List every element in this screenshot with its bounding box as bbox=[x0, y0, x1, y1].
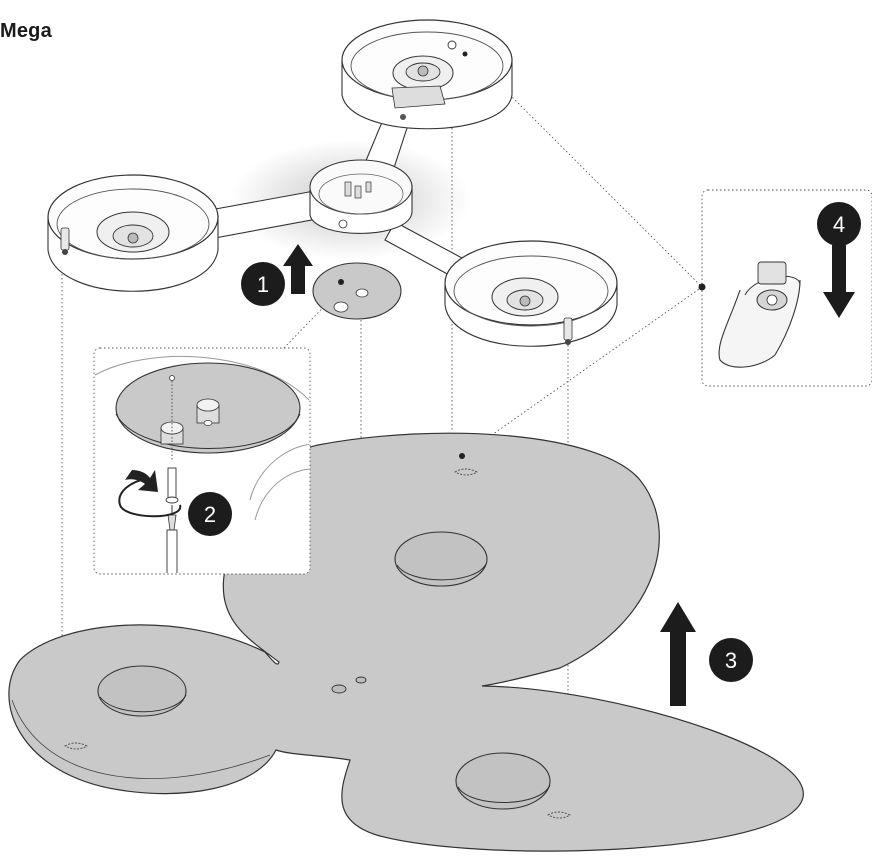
step-badge-2: 2 bbox=[188, 492, 232, 536]
step-badge-3: 3 bbox=[709, 638, 753, 682]
arrow-up-icon-step1 bbox=[283, 244, 313, 294]
step-number-4: 4 bbox=[833, 212, 845, 237]
cover-disc bbox=[312, 262, 402, 320]
base-plate bbox=[8, 432, 804, 852]
detail-inset-screw bbox=[93, 347, 311, 575]
arrow-down-icon-step4 bbox=[823, 245, 855, 318]
diagram-title: Mega bbox=[0, 20, 52, 42]
fixture-frame bbox=[47, 19, 618, 347]
step-number-2: 2 bbox=[204, 502, 216, 527]
rotate-clockwise-icon bbox=[118, 470, 182, 518]
step-badge-1: 1 bbox=[241, 262, 285, 306]
arrow-up-icon-step3 bbox=[660, 602, 696, 706]
step-number-3: 3 bbox=[725, 648, 737, 673]
step-number-1: 1 bbox=[257, 272, 269, 297]
step-badge-4: 4 bbox=[817, 202, 861, 246]
